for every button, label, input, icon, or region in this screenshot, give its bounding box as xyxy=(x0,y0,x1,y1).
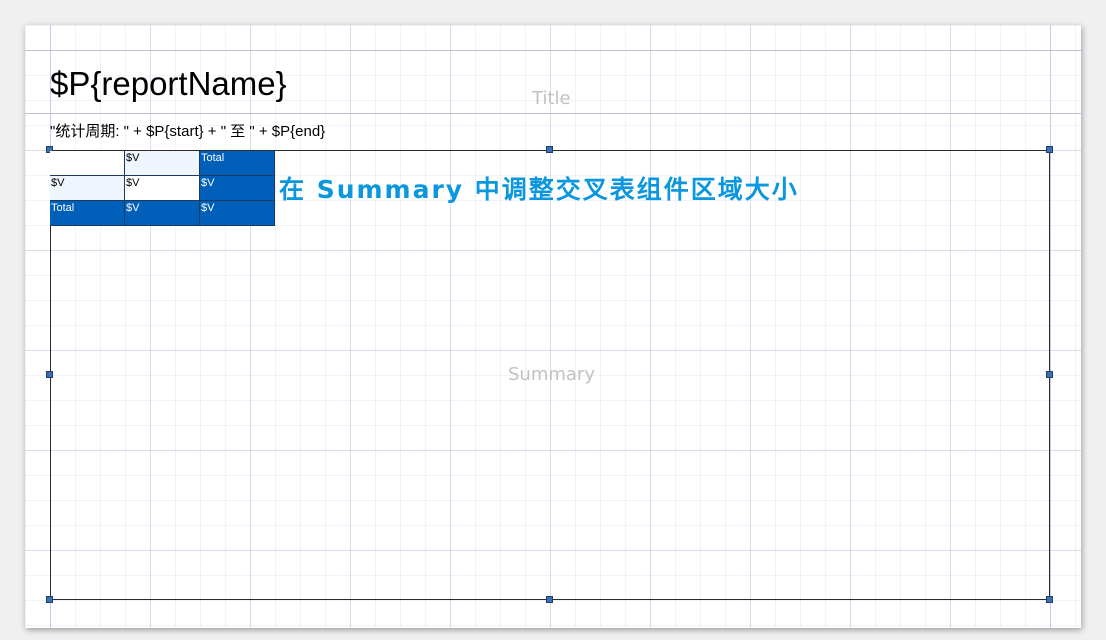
crosstab-cell[interactable]: Total xyxy=(200,151,275,176)
crosstab-cell[interactable]: Total xyxy=(50,201,125,226)
summary-band-label: Summary xyxy=(508,364,595,385)
right-margin-guide xyxy=(1050,25,1051,628)
crosstab-cell[interactable]: $V xyxy=(200,176,275,201)
resize-handle-top-left[interactable] xyxy=(46,146,53,153)
resize-handle-top-right[interactable] xyxy=(1046,146,1053,153)
report-page: Title $P{reportName} "统计周期: " + $P{start… xyxy=(25,25,1081,628)
resize-handle-bottom-left[interactable] xyxy=(46,596,53,603)
crosstab-cell[interactable] xyxy=(50,151,125,176)
resize-handle-bottom-right[interactable] xyxy=(1046,596,1053,603)
crosstab-cell[interactable]: $V xyxy=(200,201,275,226)
resize-handle-bottom-center[interactable] xyxy=(546,596,553,603)
report-name-textfield[interactable]: $P{reportName} xyxy=(50,65,287,102)
crosstab-cell[interactable]: $V xyxy=(125,201,200,226)
title-band-divider xyxy=(25,113,1081,114)
title-band-label: Title xyxy=(532,88,571,109)
annotation-text: 在 Summary 中调整交叉表组件区域大小 xyxy=(279,175,799,204)
resize-handle-middle-right[interactable] xyxy=(1046,371,1053,378)
crosstab-cell[interactable]: $V xyxy=(125,176,200,201)
period-textfield[interactable]: "统计周期: " + $P{start} + " 至 " + $P{end} xyxy=(50,123,326,140)
resize-handle-middle-left[interactable] xyxy=(46,371,53,378)
resize-handle-top-center[interactable] xyxy=(546,146,553,153)
crosstab-cell[interactable]: $V xyxy=(50,176,125,201)
crosstab-cell[interactable]: $V xyxy=(125,151,200,176)
title-band-top-line xyxy=(25,50,1081,51)
